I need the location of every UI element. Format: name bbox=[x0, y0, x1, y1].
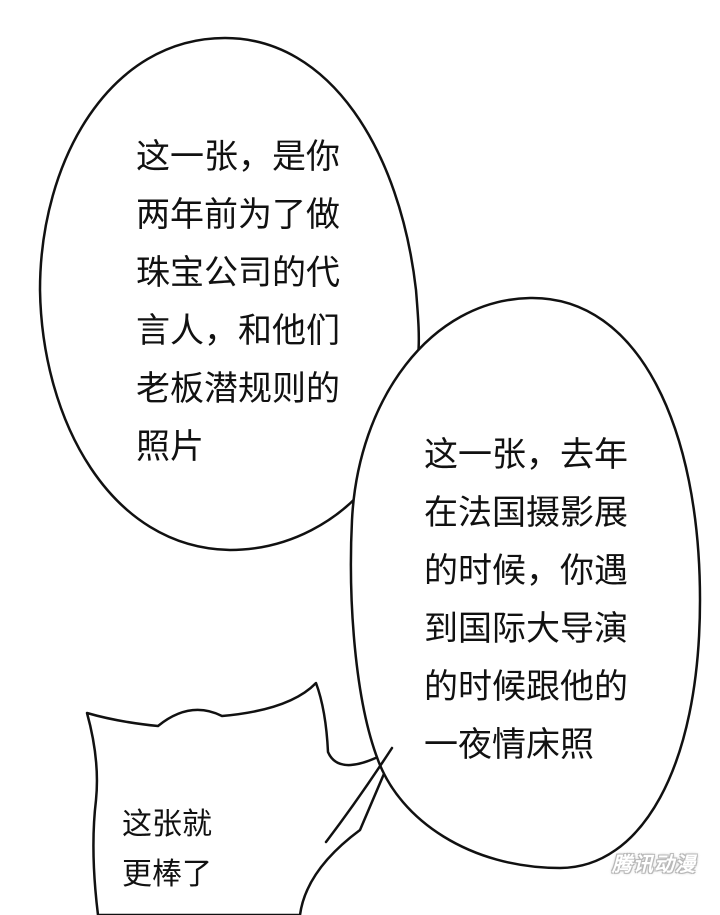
speech-bubble-1-outline bbox=[38, 36, 421, 552]
bubble-line: 的时候，你遇 bbox=[424, 551, 628, 591]
bubble-line: 老板潜规则的 bbox=[136, 369, 340, 409]
bubble-line: 照片 bbox=[136, 427, 204, 467]
watermark-logo: 腾讯动漫 bbox=[612, 852, 696, 876]
speech-bubble-2-tail bbox=[324, 746, 394, 844]
bubble-line: 这一张，去年 bbox=[424, 435, 628, 475]
speech-bubble-2-text: 这一张，去年 在法国摄影展 的时候，你遇 到国际大导演 的时候跟他的 一夜情床照 bbox=[424, 426, 628, 774]
bubble-line: 言人，和他们 bbox=[136, 311, 340, 351]
speech-bubble-2-outline bbox=[349, 296, 702, 870]
bubble-line: 到国际大导演 bbox=[424, 609, 628, 649]
speech-bubble-3-text: 这张就 更棒了 bbox=[122, 800, 212, 900]
speech-bubble-1-text: 这一张，是你 两年前为了做 珠宝公司的代 言人，和他们 老板潜规则的 照片 bbox=[136, 128, 340, 476]
bubble-line: 珠宝公司的代 bbox=[136, 253, 340, 293]
bubble-line: 在法国摄影展 bbox=[424, 493, 628, 533]
bubble-line: 一夜情床照 bbox=[424, 725, 594, 765]
bubble-line: 更棒了 bbox=[122, 857, 212, 892]
bubble-line: 这一张，是你 bbox=[136, 137, 340, 177]
bubble-line: 这张就 bbox=[122, 807, 212, 842]
bubble-line: 的时候跟他的 bbox=[424, 667, 628, 707]
speech-bubble-3-outline bbox=[85, 681, 397, 915]
bubble-line: 两年前为了做 bbox=[136, 195, 340, 235]
